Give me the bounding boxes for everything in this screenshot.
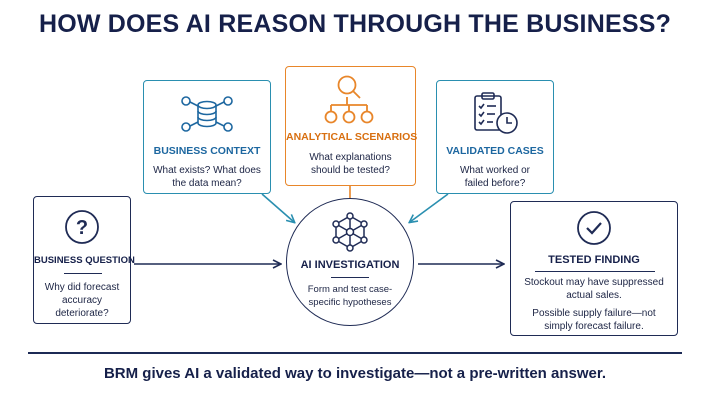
analytical-scenarios-card: ANALYTICAL SCENARIOS What explanations s… [285, 66, 418, 186]
validated-cases-desc: What worked or failed before? [459, 165, 531, 189]
tagline: BRM gives AI a validated way to investig… [103, 365, 607, 382]
tested-finding-desc: Stockout may have suppressed actual sale… [524, 277, 664, 332]
ai-investigation-desc: Form and test case- specific hypotheses [307, 284, 393, 308]
tested-finding-divider [535, 271, 655, 272]
page-title: HOW DOES AI REASON THROUGH THE BUSINESS? [38, 10, 672, 38]
tested-finding-card: TESTED FINDING Stockout may have suppres… [510, 201, 678, 336]
network-hexagon-icon [287, 211, 413, 253]
magnifier-tree-icon [286, 73, 415, 127]
clipboard-clock-icon [437, 91, 553, 137]
business-question-label: BUSINESS QUESTION [34, 255, 135, 266]
business-context-label: BUSINESS CONTEXT [153, 145, 261, 157]
ai-investigation-node: AI INVESTIGATION Form and test case- spe… [286, 198, 414, 326]
tested-finding-label: TESTED FINDING [548, 254, 640, 266]
validated-cases-card: VALIDATED CASES What worked or failed be… [436, 80, 554, 194]
validated-cases-label: VALIDATED CASES [446, 145, 544, 157]
bottom-divider [28, 352, 682, 354]
business-context-card: BUSINESS CONTEXT What exists? What does … [143, 80, 271, 194]
analytical-scenarios-label: ANALYTICAL SCENARIOS [286, 131, 418, 143]
business-context-desc: What exists? What does the data mean? [153, 165, 261, 189]
database-network-icon [144, 93, 270, 137]
analytical-scenarios-desc: What explanations should be tested? [309, 152, 392, 176]
question-icon: ? [34, 209, 130, 245]
check-circle-icon [511, 210, 677, 246]
ai-investigation-divider [331, 277, 369, 278]
business-question-card: ? BUSINESS QUESTION Why did forecast acc… [33, 196, 135, 324]
arrow-cases-to-investigation [410, 193, 449, 222]
business-question-divider [64, 273, 102, 274]
svg-text:?: ? [76, 217, 88, 239]
ai-investigation-label: AI INVESTIGATION [300, 259, 400, 271]
arrow-context-to-investigation [261, 193, 294, 222]
business-question-desc: Why did forecast accuracy deteriorate? [44, 282, 120, 319]
